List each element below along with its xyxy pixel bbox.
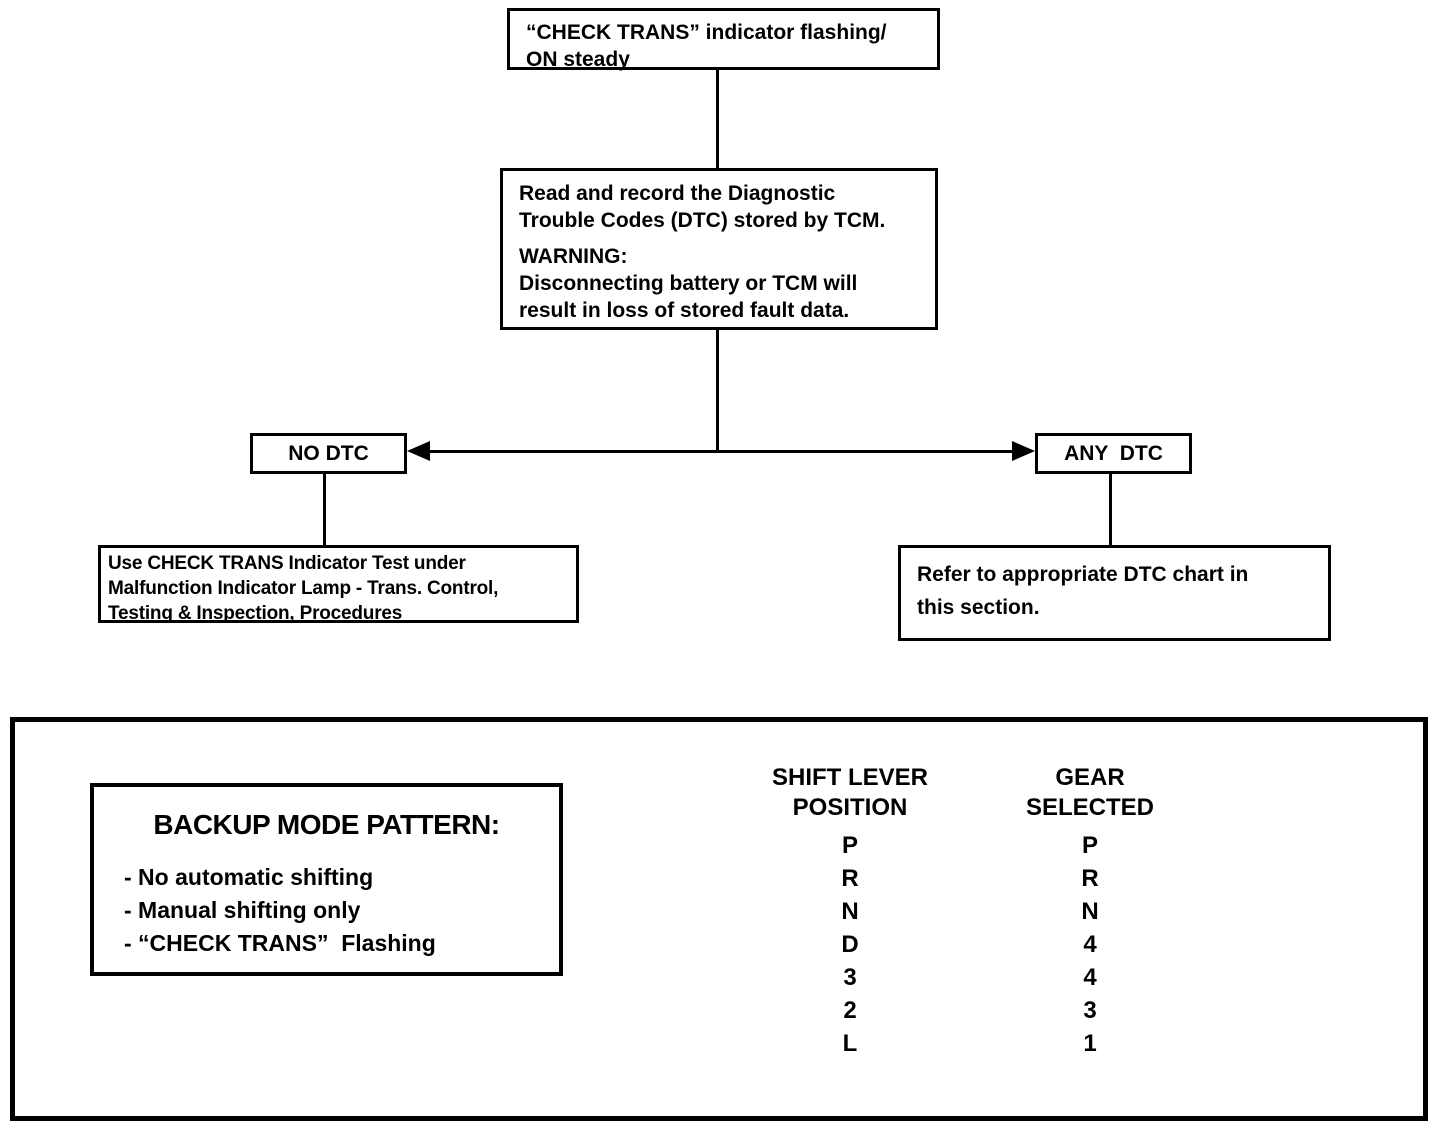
gear-selected-cell: P [1081,832,1098,859]
table-row: 3 4 [740,961,1220,994]
connector-nodtc-to-action [323,474,326,545]
table-row: N N [740,895,1220,928]
column-header-gear-selected: GEAR SELECTED [1025,764,1154,821]
gear-selected-cell: N [1081,898,1099,925]
backup-mode-pattern-box: BACKUP MODE PATTERN: - No automatic shif… [90,783,563,976]
shift-lever-position-cell: D [841,931,859,958]
gear-selected-cell: 3 [1083,997,1097,1024]
table-row: 2 3 [740,994,1220,1027]
gear-selected-cell: R [1081,865,1099,892]
backup-mode-title: BACKUP MODE PATTERN: [153,809,500,840]
table-row: R R [740,862,1220,895]
no-dtc-action-node: Use CHECK TRANS Indicator Test under Mal… [98,545,579,624]
shift-lever-position-cell: L [842,1030,858,1057]
shift-lever-position-cell: R [841,865,859,892]
table-row: D 4 [740,928,1220,961]
connector-anydtc-to-action [1109,474,1112,545]
shift-lever-position-cell: N [841,898,859,925]
arrow-right-icon [1012,441,1035,461]
shift-lever-position-cell: 2 [843,997,857,1024]
read-dtc-node: Read and record the Diagnostic Trouble C… [500,168,938,330]
arrow-left-icon [407,441,430,461]
any-dtc-node: ANY DTC [1035,433,1192,474]
shift-lever-position-cell: P [841,832,858,859]
table-row: P P [740,829,1220,862]
gear-selected-cell: 4 [1083,931,1097,958]
any-dtc-action-node: Refer to appropriate DTC chart in this s… [898,545,1331,641]
gear-selected-cell: 4 [1083,964,1097,991]
connector-start-to-read [716,70,719,168]
warning-label: WARNING: [519,245,628,268]
warning-text: Disconnecting battery or TCM will result… [519,272,858,322]
connector-read-to-branch [716,330,719,452]
backup-mode-item: - “CHECK TRANS” Flashing [124,930,436,956]
read-dtc-instruction: Read and record the Diagnostic Trouble C… [519,182,886,232]
no-dtc-node: NO DTC [250,433,407,474]
column-header-shift-lever-position: SHIFT LEVER POSITION [771,764,928,821]
table-row: L 1 [740,1027,1220,1060]
branch-line [424,450,1020,453]
backup-mode-panel: BACKUP MODE PATTERN: - No automatic shif… [10,717,1428,1121]
backup-mode-item: - Manual shifting only [124,897,361,923]
start-node-check-trans-indicator: “CHECK TRANS” indicator flashing/ ON ste… [507,8,940,71]
shift-lever-position-cell: 3 [843,964,857,991]
gear-selected-cell: 1 [1083,1030,1097,1057]
gear-selection-table: SHIFT LEVER POSITION GEAR SELECTED P P R… [740,763,1220,1060]
backup-mode-item: - No automatic shifting [124,864,374,890]
